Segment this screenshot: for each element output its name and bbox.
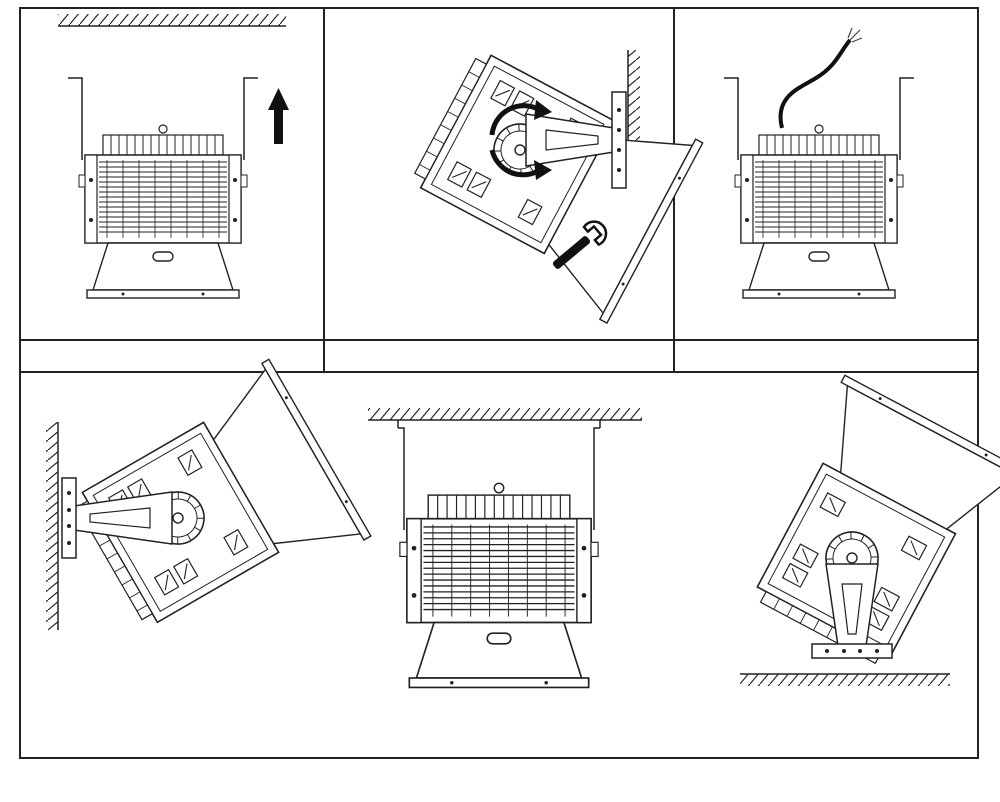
- upward-arrow-icon: [268, 88, 289, 144]
- wrench-icon: [552, 220, 608, 269]
- panel-2-wall-adjust: [394, 29, 704, 324]
- panel-1-ceiling-lift: [58, 14, 289, 299]
- floodlight-front: [78, 124, 248, 299]
- panel-4-wall-angled: [46, 358, 372, 657]
- floodlight-side: [394, 29, 704, 324]
- panel-3-wiring: [724, 27, 914, 299]
- panel-5-ceiling-hang: [368, 408, 642, 689]
- rotate-arrows-icon: [489, 103, 542, 178]
- panel-grid: [19, 7, 979, 759]
- panel-6-floor-angled: [731, 374, 1000, 686]
- floodlight-front: [398, 482, 600, 689]
- floodlight-front: [734, 124, 904, 299]
- power-cable-icon: [778, 27, 863, 129]
